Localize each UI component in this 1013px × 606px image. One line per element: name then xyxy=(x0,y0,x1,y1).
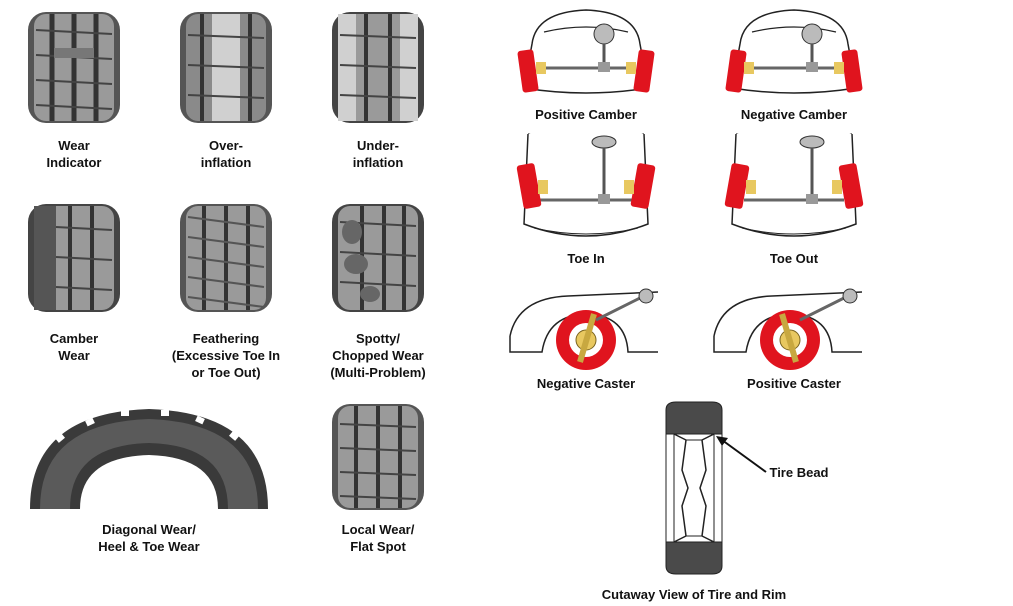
label-negative-camber: Negative Camber xyxy=(740,107,848,122)
toe-in-car-icon xyxy=(516,133,656,237)
label-camber-wear: Camber Wear xyxy=(49,331,99,363)
tread-under-inflation-icon xyxy=(332,12,424,123)
tread-camber-wear-icon xyxy=(28,204,120,312)
label-positive-caster: Positive Caster xyxy=(747,376,841,391)
negative-camber-car-icon xyxy=(725,9,863,94)
label-toe-out: Toe Out xyxy=(769,251,819,266)
label-positive-camber: Positive Camber xyxy=(535,107,637,122)
label-diagonal-wear: Diagonal Wear/ Heel & Toe Wear xyxy=(98,522,200,554)
positive-caster-car-icon xyxy=(713,288,863,370)
label-cutaway-caption: Cutaway View of Tire and Rim xyxy=(601,587,787,602)
label-toe-in: Toe In xyxy=(567,251,605,266)
label-tire-bead: Tire Bead xyxy=(769,465,829,480)
negative-caster-car-icon xyxy=(509,288,659,370)
tread-local-wear-icon xyxy=(332,404,424,510)
label-local-wear: Local Wear/ Flat Spot xyxy=(341,522,415,554)
tread-spotty-icon xyxy=(332,204,424,312)
label-wear-indicator: Wear Indicator xyxy=(46,138,102,170)
label-negative-caster: Negative Caster xyxy=(536,376,636,391)
label-over-inflation: Over- inflation xyxy=(200,138,252,170)
cutaway-tire-rim-icon xyxy=(665,401,723,575)
label-feathering: Feathering (Excessive Toe In or Toe Out) xyxy=(171,331,281,380)
tread-feathering-icon xyxy=(180,204,272,312)
tread-over-inflation-icon xyxy=(180,12,272,123)
toe-out-car-icon xyxy=(724,133,864,237)
tread-wear-indicator-icon xyxy=(28,12,120,123)
positive-camber-car-icon xyxy=(517,9,655,94)
diagonal-wear-tire-icon xyxy=(30,409,268,509)
tire-bead-pointer-icon xyxy=(716,436,767,473)
label-under-inflation: Under- inflation xyxy=(352,138,404,170)
label-spotty: Spotty/ Chopped Wear (Multi-Problem) xyxy=(330,331,426,380)
